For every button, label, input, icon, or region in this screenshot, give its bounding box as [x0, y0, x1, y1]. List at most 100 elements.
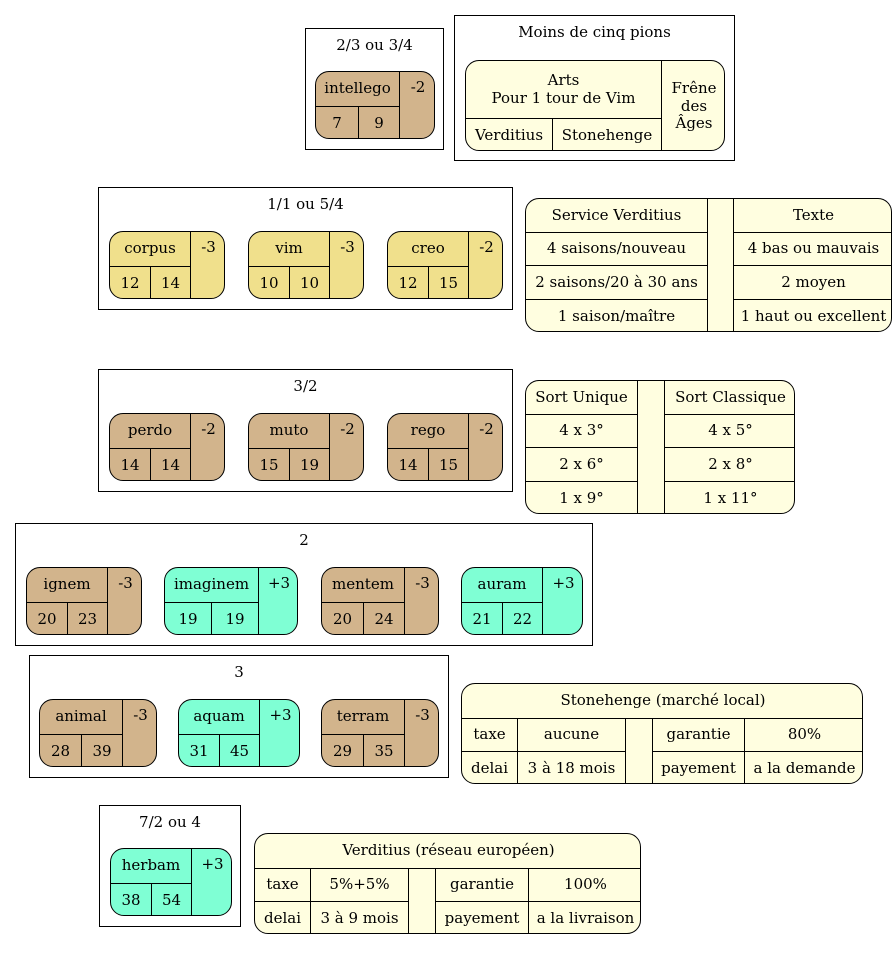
art-value-b: 15 — [428, 448, 468, 480]
arts-verditius: Verditius — [466, 118, 552, 150]
art-value-b: 9 — [358, 106, 399, 138]
art-node-terram[interactable]: terram -3 29 35 — [321, 699, 439, 767]
art-name: imaginem — [173, 575, 250, 594]
art-modifier: -3 — [329, 232, 363, 298]
art-value-a: 19 — [165, 602, 211, 634]
art-value-b: 39 — [81, 734, 122, 766]
cluster-title: 2/3 ou 3/4 — [336, 36, 413, 54]
art-modifier: +3 — [259, 700, 299, 766]
art-value-b: 35 — [363, 734, 404, 766]
art-value-a: 31 — [179, 734, 219, 766]
art-value-b: 54 — [151, 883, 191, 915]
side-line-1: Frêne — [671, 78, 717, 97]
art-modifier: -2 — [190, 414, 224, 480]
verditius-taxe-value: 5%+5% — [310, 868, 408, 901]
art-node-imaginem[interactable]: imaginem +3 19 19 — [164, 567, 298, 635]
art-modifier: +3 — [542, 568, 582, 634]
verditius-title: Verditius (réseau européen) — [342, 841, 555, 860]
art-modifier: -2 — [468, 232, 502, 298]
service-row-2: 2 saisons/20 à 30 ans — [526, 265, 707, 299]
art-node-aquam[interactable]: aquam +3 31 45 — [178, 699, 300, 767]
art-modifier: +3 — [258, 568, 297, 634]
sort-unique-row-3: 1 x 9° — [526, 481, 637, 513]
sort-table: Sort Unique 4 x 3° 2 x 6° 1 x 9° Sort Cl… — [525, 380, 795, 514]
art-modifier: -2 — [468, 414, 502, 480]
art-name: mentem — [332, 575, 394, 594]
arts-header: Arts Pour 1 tour de Vim — [466, 61, 661, 118]
stonehenge-delai-value: 3 à 18 mois — [517, 751, 625, 783]
texte-row-3: 1 haut ou excellent — [733, 299, 891, 331]
arts-node[interactable]: Arts Pour 1 tour de Vim Frêne des Âges V… — [465, 60, 725, 151]
art-node-intellego[interactable]: intellego -2 7 9 — [315, 71, 435, 139]
art-modifier: -2 — [329, 414, 363, 480]
art-value-a: 7 — [316, 106, 358, 138]
stonehenge-taxe-label: taxe — [462, 718, 517, 751]
art-node-vim[interactable]: vim -3 10 10 — [248, 231, 364, 299]
art-value-b: 24 — [363, 602, 404, 634]
art-value-b: 23 — [67, 602, 107, 634]
art-node-corpus[interactable]: corpus -3 12 14 — [109, 231, 225, 299]
service-texte-table: Service Verditius 4 saisons/nouveau 2 sa… — [525, 198, 892, 332]
stonehenge-payement-value: a la demande — [744, 751, 862, 783]
art-modifier: -2 — [399, 72, 434, 138]
verditius-payement-value: a la livraison — [528, 901, 640, 933]
cluster-title: 7/2 ou 4 — [139, 813, 201, 831]
art-value-b: 15 — [428, 266, 468, 298]
art-value-a: 38 — [111, 883, 151, 915]
arts-line-1: Arts — [547, 70, 580, 89]
art-value-a: 15 — [249, 448, 289, 480]
art-node-auram[interactable]: auram +3 21 22 — [461, 567, 583, 635]
art-value-b: 14 — [150, 448, 190, 480]
art-modifier: -3 — [190, 232, 224, 298]
cluster-title: Moins de cinq pions — [518, 23, 671, 41]
sort-classique-row-1: 4 x 5° — [664, 414, 794, 447]
stonehenge-garantie-value: 80% — [744, 718, 862, 751]
sort-classique-row-3: 1 x 11° — [664, 481, 794, 513]
art-name: aquam — [193, 707, 245, 726]
cluster-title: 2 — [299, 531, 309, 549]
art-node-rego[interactable]: rego -2 14 15 — [387, 413, 503, 481]
art-name: muto — [269, 421, 309, 440]
art-value-a: 28 — [40, 734, 81, 766]
art-value-a: 12 — [110, 266, 150, 298]
art-modifier: +3 — [191, 849, 231, 915]
sort-classique-header: Sort Classique — [664, 381, 794, 414]
service-header: Service Verditius — [551, 205, 682, 224]
art-value-b: 19 — [289, 448, 329, 480]
art-value-b: 22 — [502, 602, 542, 634]
frene-des-ages: Frêne des Âges — [661, 61, 724, 150]
art-modifier: -3 — [122, 700, 156, 766]
stonehenge-title: Stonehenge (marché local) — [560, 691, 766, 710]
art-value-b: 14 — [150, 266, 190, 298]
service-row-1: 4 saisons/nouveau — [526, 232, 707, 265]
table-gap — [408, 868, 435, 933]
art-node-herbam[interactable]: herbam +3 38 54 — [110, 848, 232, 916]
sort-unique-row-2: 2 x 6° — [526, 447, 637, 481]
stonehenge-payement-label: payement — [652, 751, 744, 783]
cluster-title: 3 — [234, 663, 244, 681]
art-name: rego — [410, 421, 446, 440]
verditius-garantie-label: garantie — [435, 868, 528, 901]
art-value-a: 20 — [322, 602, 363, 634]
sort-classique-row-2: 2 x 8° — [664, 447, 794, 481]
art-value-a: 21 — [462, 602, 502, 634]
art-node-perdo[interactable]: perdo -2 14 14 — [109, 413, 225, 481]
sort-unique-row-1: 4 x 3° — [526, 414, 637, 447]
arts-line-2: Pour 1 tour de Vim — [491, 88, 636, 107]
stonehenge-garantie-label: garantie — [652, 718, 744, 751]
art-value-a: 29 — [322, 734, 363, 766]
art-value-b: 10 — [289, 266, 329, 298]
side-line-3: Âges — [675, 114, 713, 133]
stonehenge-taxe-value: aucune — [517, 718, 625, 751]
art-name: intellego — [324, 79, 391, 98]
art-node-muto[interactable]: muto -2 15 19 — [248, 413, 364, 481]
art-value-b: 19 — [211, 602, 258, 634]
art-node-ignem[interactable]: ignem -3 20 23 — [26, 567, 142, 635]
stonehenge-delai-label: delai — [462, 751, 517, 783]
art-node-creo[interactable]: creo -2 12 15 — [387, 231, 503, 299]
art-value-a: 14 — [110, 448, 150, 480]
art-node-mentem[interactable]: mentem -3 20 24 — [321, 567, 439, 635]
art-name: corpus — [124, 239, 176, 258]
texte-row-2: 2 moyen — [733, 265, 891, 299]
art-node-animal[interactable]: animal -3 28 39 — [39, 699, 157, 767]
